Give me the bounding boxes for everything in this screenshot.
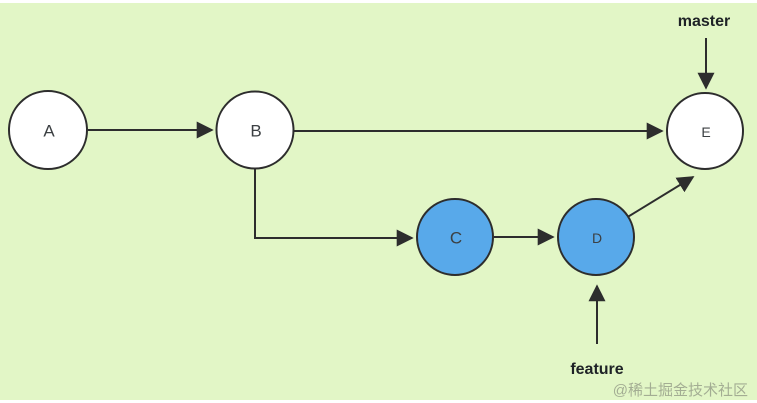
commit-node-c-label: C [450,229,462,248]
edge-d-to-e-merge [625,176,695,219]
edge-b-to-c-branch [254,169,414,247]
commit-node-a-label: A [43,122,55,141]
commit-node-b-label: B [250,122,261,141]
commit-node-e-label: E [701,124,710,140]
feature-branch-label: feature [570,361,623,378]
commit-node-d [557,198,635,276]
commit-node-c [416,198,494,276]
commit-node-a [8,90,88,170]
commit-node-b [215,90,295,170]
commit-node-d-label: D [592,230,602,246]
watermark: @稀土掘金技术社区 [613,382,748,399]
diagram-background [0,3,757,400]
commit-node-e [666,92,744,170]
master-branch-label: master [678,13,730,30]
